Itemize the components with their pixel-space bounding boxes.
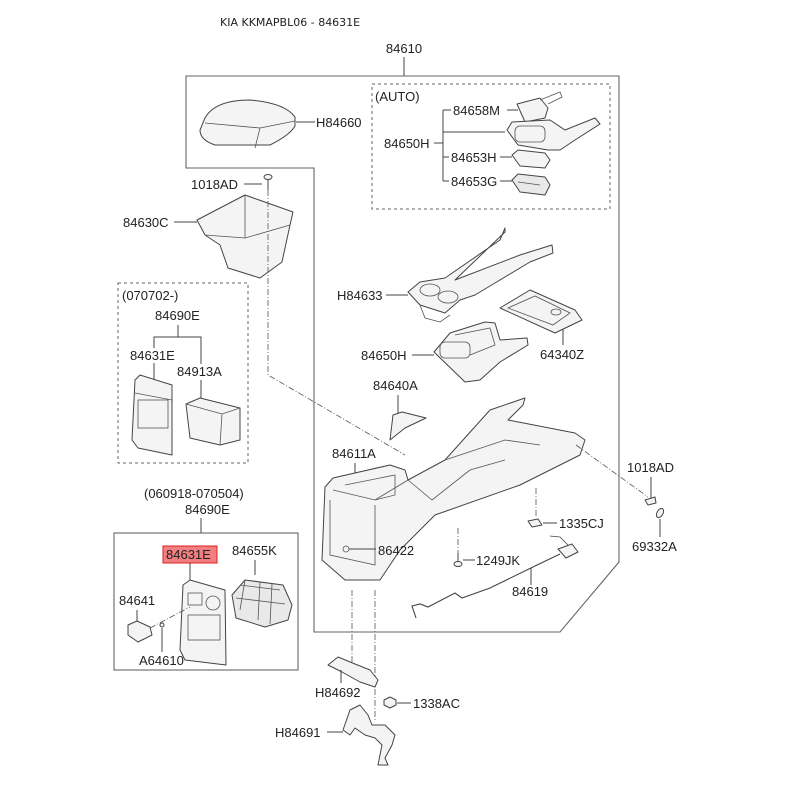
part-label-h84660[interactable]: H84660 <box>316 115 362 130</box>
shift-boot-part[interactable] <box>389 411 427 441</box>
clip-1335cj[interactable] <box>527 518 543 528</box>
part-label-84630c[interactable]: 84630C <box>123 215 169 230</box>
part-label-84641[interactable]: 84641 <box>119 593 155 608</box>
group-060918-box <box>113 532 299 671</box>
part-label-84653h[interactable]: 84653H <box>451 150 497 165</box>
part-label-84650h-auto[interactable]: 84650H <box>384 136 430 151</box>
shift-bezel-part[interactable] <box>433 321 529 383</box>
part-label-a64610[interactable]: A64610 <box>139 653 184 668</box>
console-body-part[interactable] <box>321 397 586 581</box>
nut-1338ac[interactable] <box>383 696 397 709</box>
part-label-1335cj[interactable]: 1335CJ <box>559 516 604 531</box>
cable-84619-part[interactable] <box>411 535 579 619</box>
bracket-h84692-part[interactable] <box>327 656 379 688</box>
storage-box-part[interactable] <box>196 194 294 279</box>
clip-69332a[interactable] <box>655 507 665 519</box>
group-070702-box <box>117 282 249 464</box>
part-label-h84633[interactable]: H84633 <box>337 288 383 303</box>
phantom-line-84641 <box>149 606 191 629</box>
part-label-84655k[interactable]: 84655K <box>232 543 277 558</box>
part-label-1018ad-right[interactable]: 1018AD <box>627 460 674 475</box>
auto-group-box <box>371 83 611 210</box>
leader-84690e-a-left <box>153 325 179 348</box>
auto-shift-indicator-part[interactable] <box>516 91 563 123</box>
part-label-84653g[interactable]: 84653G <box>451 174 497 189</box>
part-label-84611a[interactable]: 84611A <box>332 446 376 461</box>
part-label-84690e-b[interactable]: 84690E <box>185 502 230 517</box>
screw-1018ad-top[interactable] <box>263 174 273 191</box>
auto-group-caption: (AUTO) <box>375 89 420 104</box>
part-label-84631e-a[interactable]: 84631E <box>130 348 175 363</box>
panel-84631e-a-part[interactable] <box>131 374 173 456</box>
box-84913a-part[interactable] <box>185 397 241 446</box>
auto-cover-g-part[interactable] <box>511 173 551 196</box>
box-84655k-part[interactable] <box>231 579 293 628</box>
part-label-86422[interactable]: 86422 <box>378 543 414 558</box>
tray-64340z-part[interactable] <box>499 289 583 334</box>
screw-a64610[interactable] <box>159 622 165 628</box>
phantom-line-box <box>267 190 406 456</box>
part-label-h84692[interactable]: H84692 <box>315 685 361 700</box>
part-label-84619[interactable]: 84619 <box>512 584 548 599</box>
part-label-64340z[interactable]: 64340Z <box>540 347 584 362</box>
diagram-title: KIA KKMAPBL06 - 84631E <box>220 16 360 29</box>
screw-1018ad-right[interactable] <box>644 496 657 506</box>
part-label-84913a[interactable]: 84913A <box>177 364 222 379</box>
part-label-84640a[interactable]: 84640A <box>373 378 418 393</box>
auto-shift-bezel-part[interactable] <box>506 117 601 151</box>
part-label-84658m[interactable]: 84658M <box>453 103 500 118</box>
group-060918-caption: (060918-070504) <box>144 486 244 501</box>
auto-cover-h-part[interactable] <box>511 149 551 169</box>
part-label-1249jk[interactable]: 1249JK <box>476 553 520 568</box>
part-84641[interactable] <box>127 620 153 643</box>
main-assembly-frame <box>185 75 620 633</box>
bracket-h84691-part[interactable] <box>342 704 396 766</box>
assembly-label-84610[interactable]: 84610 <box>386 41 422 56</box>
part-label-69332a[interactable]: 69332A <box>632 539 677 554</box>
part-label-84690e-a[interactable]: 84690E <box>155 308 200 323</box>
group-070702-caption: (070702-) <box>122 288 178 303</box>
panel-84631e-b-part[interactable] <box>179 579 227 666</box>
part-label-84650h[interactable]: 84650H <box>361 348 407 363</box>
part-label-84631e-b[interactable]: 84631E <box>166 547 211 562</box>
part-label-1018ad-top[interactable]: 1018AD <box>191 177 238 192</box>
phantom-line-right <box>575 444 649 498</box>
part-label-1338ac[interactable]: 1338AC <box>413 696 460 711</box>
leader-84690e-a-right <box>178 336 202 364</box>
part-label-h84691[interactable]: H84691 <box>275 725 321 740</box>
armrest-lid-part[interactable] <box>199 99 296 149</box>
cup-holder-bezel-part[interactable] <box>407 227 554 323</box>
screw-1249jk[interactable] <box>453 553 463 567</box>
